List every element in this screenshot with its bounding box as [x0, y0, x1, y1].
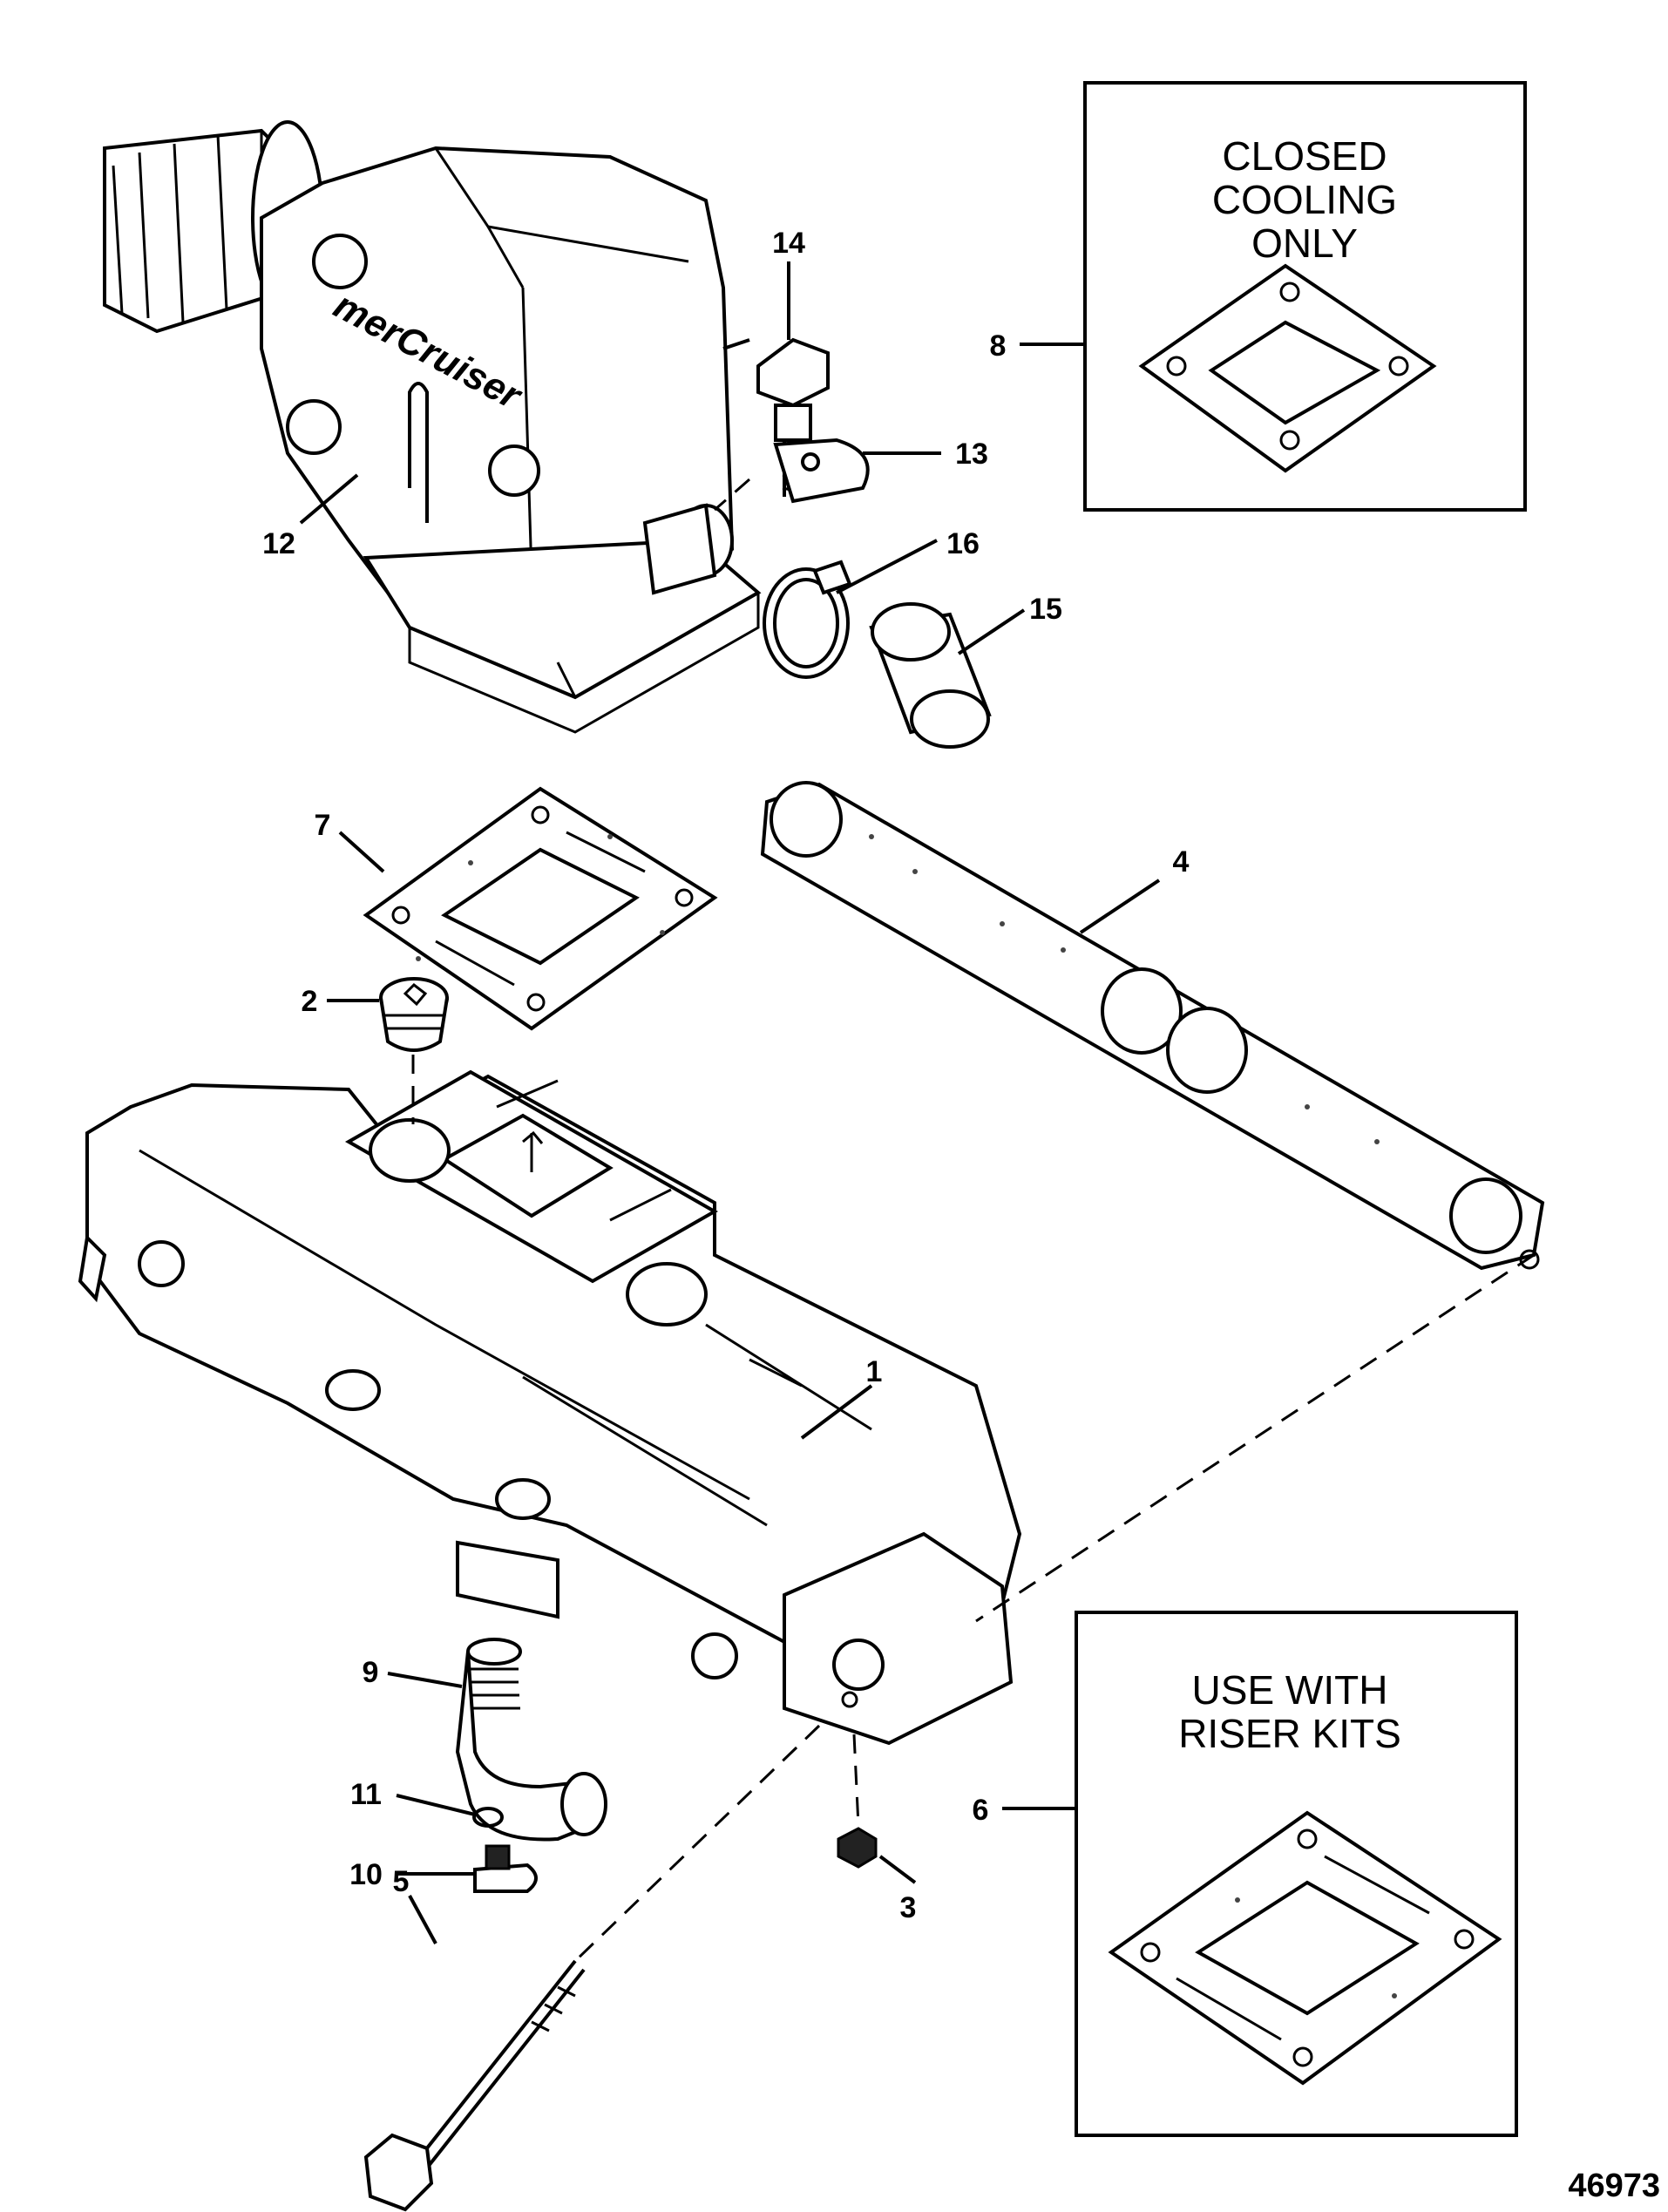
stud-bolt-part-5 — [363, 1959, 586, 2212]
plug-part-2 — [379, 977, 449, 1052]
part-label-6: 6 — [973, 1794, 989, 1827]
closed-cooling-line3: ONLY — [1251, 221, 1358, 266]
exhaust-elbow-part-12 — [103, 120, 762, 734]
assembly-dashed-lines — [411, 478, 1535, 1963]
part-label-10: 10 — [349, 1858, 383, 1891]
part-label-11: 11 — [350, 1778, 382, 1811]
hose-part-15 — [869, 602, 992, 749]
closed-cooling-line1: CLOSED — [1222, 133, 1387, 179]
nut-part-3 — [837, 1827, 878, 1869]
part-label-2: 2 — [302, 985, 318, 1018]
riser-kits-line1: USE WITH — [1192, 1667, 1388, 1713]
part-label-5: 5 — [393, 1865, 410, 1898]
part-label-3: 3 — [900, 1891, 917, 1924]
clamp-part-13 — [773, 438, 870, 504]
o-ring-part-11 — [472, 1807, 504, 1828]
hose-clamp-part-16 — [763, 560, 852, 679]
riser-kits-box — [1075, 1611, 1518, 2137]
drain-plug-part-10 — [473, 1844, 538, 1893]
part-label-12: 12 — [262, 527, 295, 560]
part-label-8: 8 — [990, 329, 1007, 363]
riser-gasket-part-7 — [363, 786, 718, 1031]
part-label-9: 9 — [363, 1656, 379, 1689]
part-label-15: 15 — [1029, 593, 1062, 626]
riser-kits-line2: RISER KITS — [1178, 1711, 1401, 1756]
manifold-gasket-part-4 — [760, 781, 1545, 1271]
part-label-1: 1 — [866, 1355, 883, 1388]
exhaust-manifold-part-1 — [78, 1069, 1022, 1746]
closed-cooling-line2: COOLING — [1212, 177, 1397, 222]
part-label-14: 14 — [772, 227, 805, 260]
part-label-7: 7 — [315, 809, 331, 842]
elbow-fitting-part-9 — [455, 1638, 607, 1842]
figure-number: 46973 — [1568, 2168, 1660, 2204]
closed-cooling-box — [1083, 81, 1527, 512]
part-label-13: 13 — [955, 438, 988, 471]
part-label-4: 4 — [1173, 845, 1190, 879]
leader-lines — [299, 261, 1161, 1944]
part-label-16: 16 — [946, 527, 980, 560]
